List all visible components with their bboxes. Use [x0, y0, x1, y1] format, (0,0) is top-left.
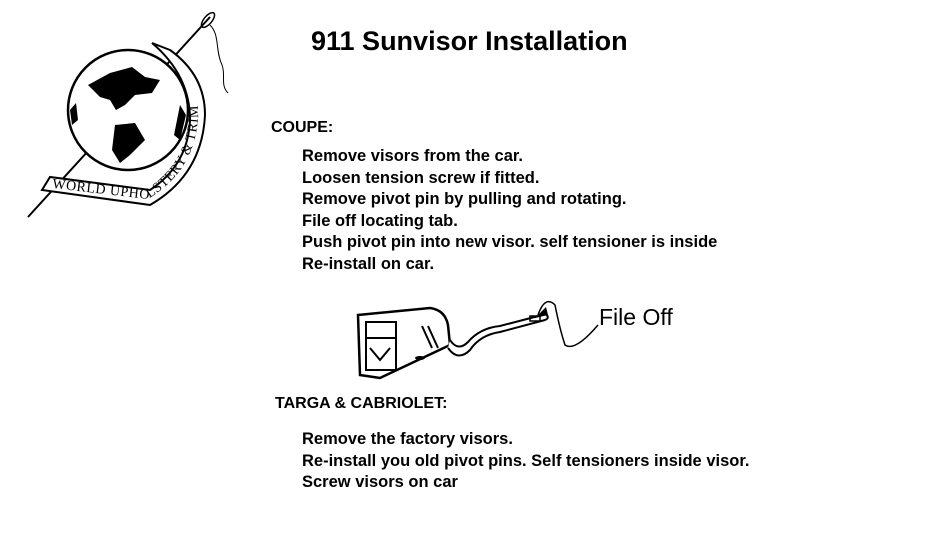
- page-title: 911 Sunvisor Installation: [311, 26, 628, 56]
- targa-steps: Remove the factory visors. Re-install yo…: [302, 429, 749, 494]
- step: File off locating tab.: [302, 211, 458, 230]
- arrow-icon: [535, 300, 599, 348]
- step: Remove the factory visors.: [302, 430, 513, 448]
- step: Push pivot pin into new visor. self tens…: [302, 233, 718, 252]
- world-upholstery-logo: WORLD UPHOLSTERY & TRIM: [27, 11, 229, 218]
- visor-pivot-diagram: [356, 306, 549, 380]
- file-off-label: File Off: [599, 304, 673, 330]
- step: Remove visors from the car.: [302, 147, 524, 165]
- step: Screw visors on car: [302, 473, 458, 492]
- section-heading-targa-cabriolet: TARGA & CABRIOLET:: [275, 395, 448, 412]
- step: Re-install on car.: [302, 254, 435, 273]
- section-heading-coupe: COUPE:: [271, 119, 334, 136]
- step: Remove pivot pin by pulling and rotating…: [302, 190, 627, 209]
- step: Re-install you old pivot pins. Self tens…: [302, 451, 750, 470]
- step: Loosen tension screw if fitted.: [302, 168, 540, 187]
- coupe-steps: Remove visors from the car. Loosen tensi…: [302, 146, 717, 276]
